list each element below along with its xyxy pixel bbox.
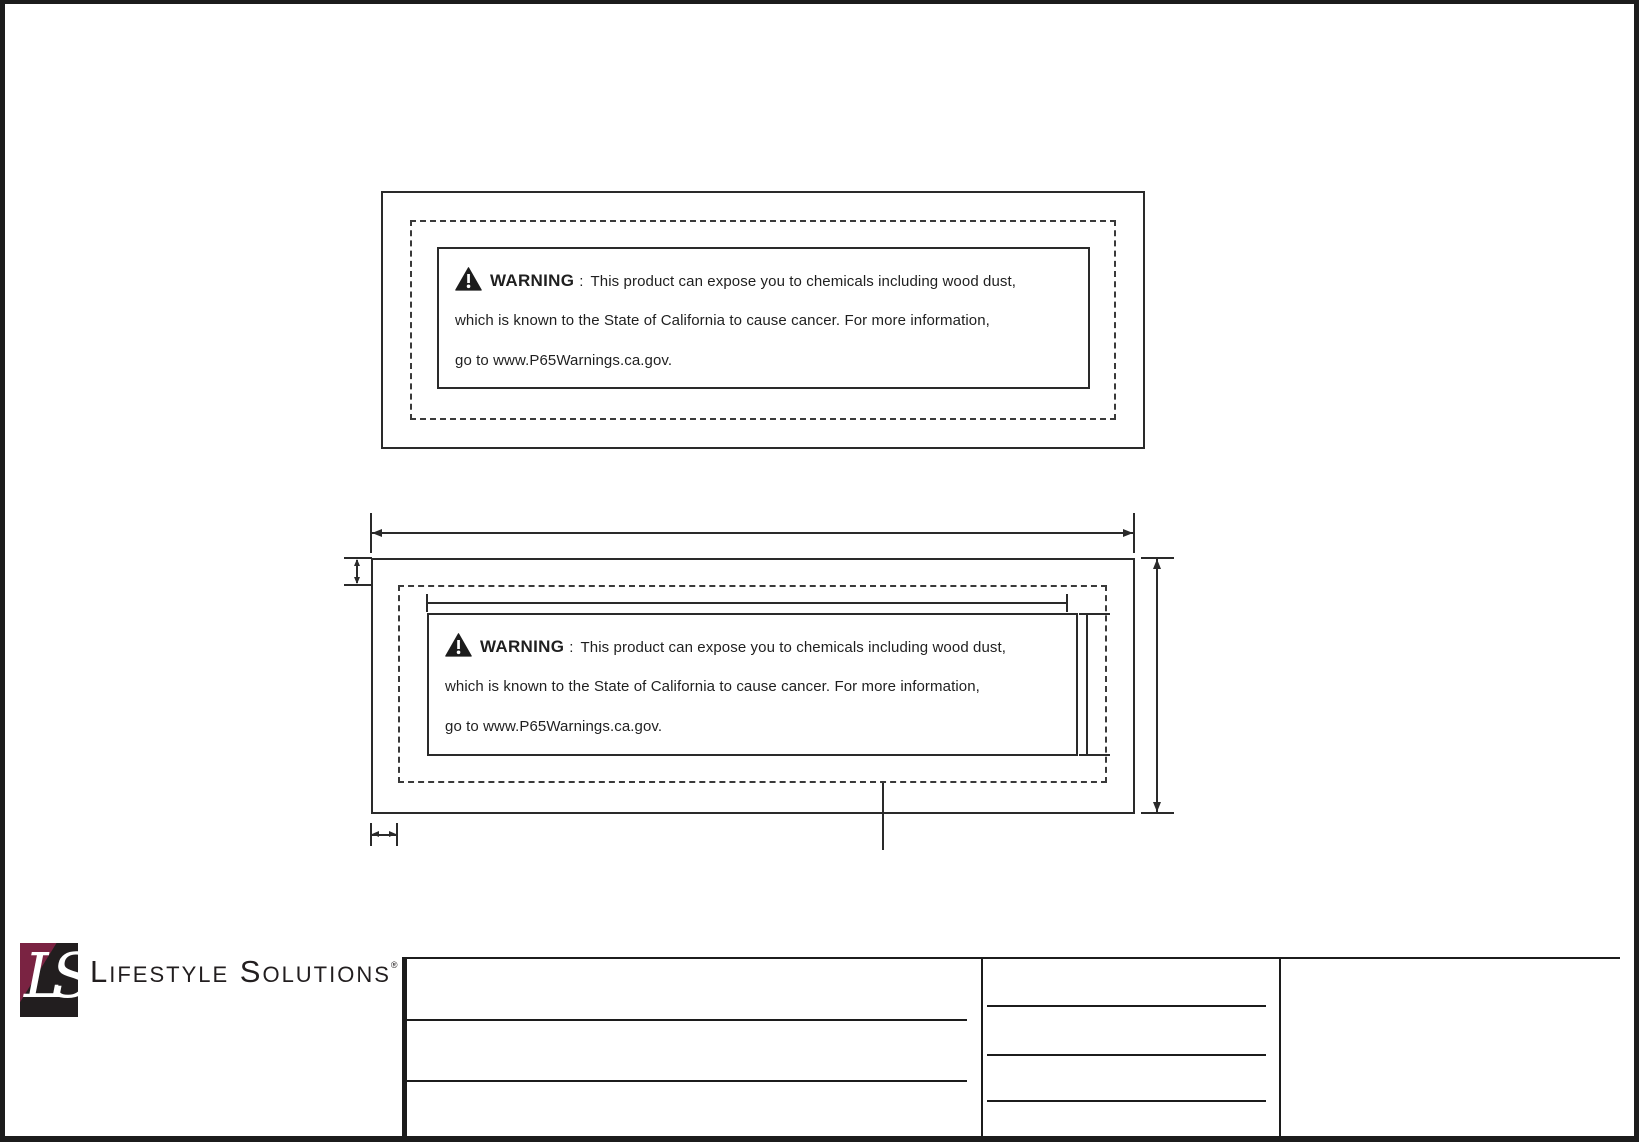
page-border-right [1634,0,1639,1142]
extension-tick-bottom [1141,812,1174,814]
tick-left [370,823,372,846]
warning-line-1-text: This product can expose you to chemicals… [580,639,1007,656]
title-block-divider-1 [981,957,983,1136]
dimension-arrow-right-icon [1123,529,1133,537]
page-border-top [0,0,1639,4]
warning-line-1-text: This product can expose you to chemicals… [590,273,1017,290]
left-section-row-line-2 [407,1080,967,1082]
dimension-line [1156,559,1158,812]
dimension-arrow-up-icon [1153,559,1161,569]
label-dashed-boundary [398,585,1107,783]
logo-square [20,943,78,1017]
warning-heading: WARNING [480,637,565,656]
brand-name-text: Lifestyle Solutions [90,954,391,989]
warning-text-box: WARNING: This product can expose you to c… [427,613,1078,756]
tick-bottom [344,584,372,586]
dimension-arrow-up-icon [354,559,360,566]
label-dashed-boundary [410,220,1116,420]
dimension-line [1086,614,1088,755]
warning-label-dimensioned: WARNING: This product can expose you to c… [371,558,1135,814]
tick-right [1066,594,1068,612]
title-block-left-bar [402,957,407,1136]
middle-section-row-line-3 [987,1100,1266,1102]
warning-line-2: which is known to the State of Californi… [455,312,990,329]
title-block-top-line [402,957,1620,959]
dimension-arrow-right-icon [389,831,396,837]
title-block-divider-2 [1279,957,1281,1136]
logo-maroon-shape [20,943,57,1003]
warning-triangle-icon [455,267,482,291]
warning-line-3: go to www.P65Warnings.ca.gov. [455,352,673,369]
extension-tick-top [1141,557,1174,559]
leader-line [882,783,884,850]
page-border-left [0,0,5,1142]
warning-line-3: go to www.P65Warnings.ca.gov. [445,718,663,735]
extension-line-left [370,513,372,553]
dimension-line [372,834,396,836]
page-border-bottom [0,1136,1639,1142]
tick-bottom [1079,754,1110,756]
left-section-row-line-1 [407,1019,967,1021]
warning-triangle-icon [445,633,472,657]
extension-line-right [1133,513,1135,553]
middle-section-row-line-1 [987,1005,1266,1007]
tick-right [396,823,398,846]
middle-section-row-line-2 [987,1054,1266,1056]
dimension-arrow-left-icon [372,831,379,837]
warning-line-1: WARNING: This product can expose you to c… [445,627,1060,667]
dimension-line [427,602,1067,604]
dimension-line [372,532,1133,534]
dimension-arrow-down-icon [354,577,360,584]
warning-colon: : [569,639,574,656]
registered-trademark-symbol: ® [390,960,398,970]
warning-heading: WARNING [490,271,575,290]
dimension-line [356,560,358,583]
warning-colon: : [579,273,584,290]
warning-line-2: which is known to the State of Californi… [445,678,980,695]
warning-text-box: WARNING: This product can expose you to c… [437,247,1090,389]
tick-top [344,557,372,559]
dimension-arrow-down-icon [1153,802,1161,812]
brand-wordmark: Lifestyle Solutions® [90,954,398,990]
warning-label-artwork: WARNING: This product can expose you to c… [381,191,1145,449]
warning-line-1: WARNING: This product can expose you to c… [455,261,1072,301]
tick-top [1079,613,1110,615]
dimension-arrow-left-icon [372,529,382,537]
